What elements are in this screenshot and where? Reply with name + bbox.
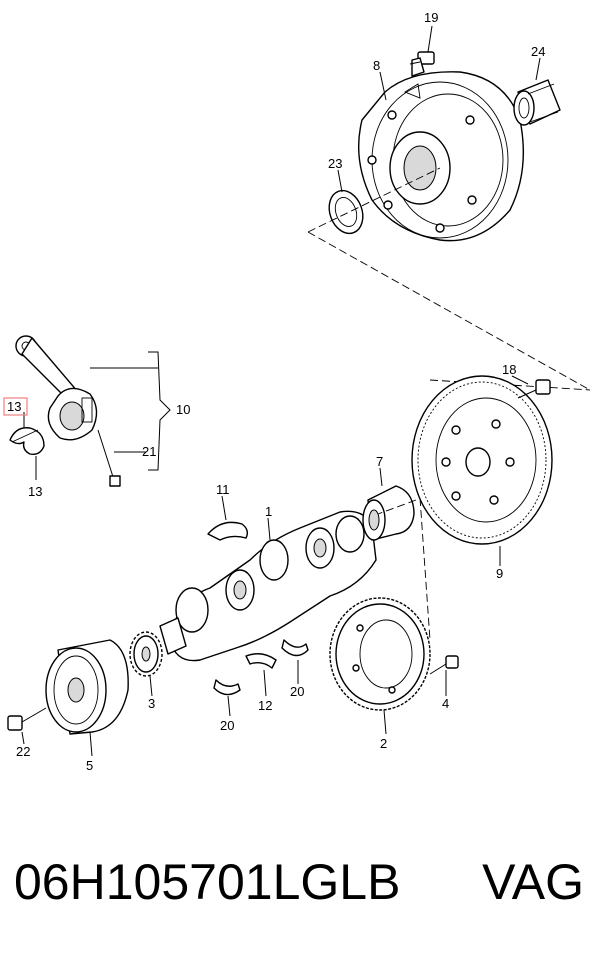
callout-13-highlight [3, 397, 28, 416]
part-7-bearing [362, 485, 415, 541]
part-22-bolt [7, 707, 47, 731]
callout-3: 3 [148, 696, 155, 711]
callout-21: 21 [142, 444, 156, 459]
part-20-thrust-washer [213, 679, 241, 696]
callout-1: 1 [265, 504, 272, 519]
callout-18: 18 [502, 362, 516, 377]
part-3-gear [129, 631, 163, 677]
callout-2: 2 [380, 736, 387, 751]
callout-22: 22 [16, 744, 30, 759]
part-19-bolt [409, 51, 435, 77]
callout-12: 12 [258, 698, 272, 713]
callout-20-a: 20 [220, 718, 234, 733]
part-18-bolt [517, 379, 551, 399]
part-21-rod-bolt [97, 429, 121, 487]
callout-20-b: 20 [290, 684, 304, 699]
callout-13-a: 13 [7, 399, 21, 414]
callout-11: 11 [216, 482, 230, 497]
part-13-bearing-shell [9, 427, 45, 456]
part-5-pulley [45, 639, 129, 735]
part-10-connecting-rod [15, 335, 98, 441]
part-23-seal-ring [328, 189, 364, 235]
callout-13-b: 13 [28, 484, 42, 499]
callout-10: 10 [176, 402, 190, 417]
callout-19: 19 [424, 10, 438, 25]
callout-5: 5 [86, 758, 93, 773]
callout-4: 4 [442, 696, 449, 711]
part-20-thrust-washer-b [281, 639, 309, 657]
callout-24: 24 [531, 44, 545, 59]
part-9-flywheel [411, 375, 553, 545]
callout-8: 8 [373, 58, 380, 73]
part-24-bearing [513, 79, 561, 126]
part-11-bearing-shell [207, 521, 249, 541]
part-2-sender-wheel [329, 597, 431, 711]
part-number: 06H105701LGLB [14, 854, 401, 910]
part-12-bearing-shell [245, 653, 277, 669]
callout-7: 7 [376, 454, 383, 469]
part-4-bolt [429, 655, 459, 675]
callout-9: 9 [496, 566, 503, 581]
part-8-drive-plate [358, 71, 524, 242]
callout-23: 23 [328, 156, 342, 171]
exploded-parts-diagram: 19 8 24 23 18 10 13 21 13 7 11 1 9 3 20 … [3, 10, 591, 773]
part-1-crankshaft [159, 510, 377, 662]
part-number-caption: 06H105701LGLB VAG [14, 842, 586, 922]
brand-name: VAG [482, 854, 584, 910]
